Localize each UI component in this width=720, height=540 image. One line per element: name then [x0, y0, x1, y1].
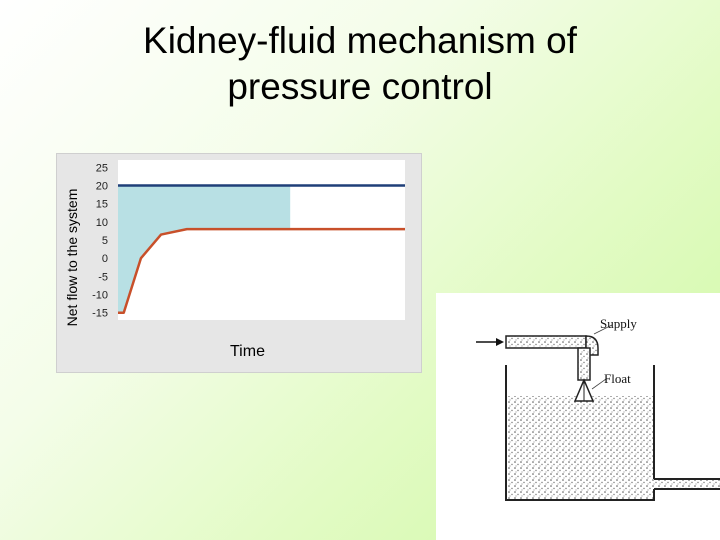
slide-title-line2: pressure control	[227, 66, 493, 107]
chart-y-tick-label: 5	[102, 235, 108, 247]
supply-leader-line	[593, 324, 613, 335]
slide-title-line1: Kidney-fluid mechanism of	[143, 20, 577, 61]
tank-wall	[505, 365, 655, 501]
float-label: Float	[604, 371, 631, 386]
slide-title: Kidney-fluid mechanism of pressure contr…	[60, 18, 660, 110]
tank-water	[506, 396, 654, 500]
chart-y-tick-label: 15	[96, 199, 108, 211]
chart-y-tick-label: 20	[96, 180, 108, 192]
chart-plot-area	[118, 160, 405, 320]
supply-pipe-down	[577, 347, 591, 381]
chart-series-line-2	[118, 227, 405, 314]
float-leader-line	[591, 378, 607, 390]
chart-y-tick-label: -15	[92, 308, 108, 320]
chart-x-axis-label: Time	[230, 343, 265, 360]
chart-y-tick-label: 10	[96, 217, 108, 229]
supply-label: Supply	[600, 316, 637, 331]
chart-y-tick-label: -5	[98, 271, 108, 283]
chart-shaded-region	[118, 185, 291, 313]
chart-y-tick-label: -10	[92, 290, 108, 302]
chart-y-tick-label: 25	[96, 162, 108, 174]
chart-y-axis-label: Net flow to the system	[64, 188, 80, 327]
outlet-pipe-water	[654, 479, 720, 489]
chart-y-tick-label: 0	[102, 253, 108, 265]
float-valve-tank-diagram: Supply Float	[436, 293, 720, 540]
supply-pipe	[505, 335, 587, 349]
